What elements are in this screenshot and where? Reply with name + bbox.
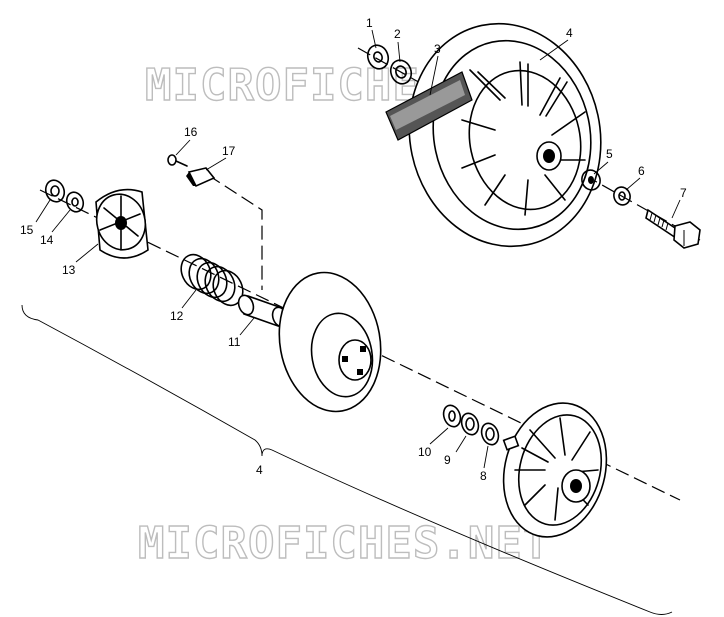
- bolt-part-7: [645, 208, 701, 249]
- weight-part-17: [186, 167, 216, 188]
- spring-part-12: [180, 253, 244, 307]
- callout-6: 6: [638, 164, 645, 178]
- callout-13: 13: [62, 263, 76, 277]
- sheave-assembly-top: [408, 22, 602, 248]
- spider-part-13: [95, 188, 149, 259]
- callout-16: 16: [184, 125, 198, 139]
- callout-3: 3: [434, 42, 441, 56]
- watermark-bottom: MICROFICHES.NET: [138, 518, 550, 569]
- leader-lines: [35, 29, 681, 469]
- washer-part-8: [480, 422, 500, 446]
- callout-9: 9: [444, 453, 451, 467]
- washer-part-9: [460, 412, 480, 436]
- callout-2: 2: [394, 27, 401, 41]
- callout-7: 7: [680, 186, 687, 200]
- callout-4-top: 4: [566, 26, 573, 40]
- assembly-bracket: [21, 304, 673, 615]
- washer-part-15: [44, 179, 66, 203]
- moveable-sheave: [278, 271, 382, 413]
- washer-part-1: [366, 44, 390, 70]
- washer-part-10: [442, 404, 462, 428]
- callout-labels: 1 2 3 4 5 6 7 8 9 10 11 12 13 14 15 16 1…: [20, 16, 687, 483]
- callout-4-bracket: 4: [256, 463, 263, 477]
- fixed-sheave: [502, 402, 608, 538]
- callout-8: 8: [480, 469, 487, 483]
- callout-10: 10: [418, 445, 432, 459]
- washer-part-5: [581, 169, 601, 191]
- washer-part-2: [389, 59, 413, 85]
- drive-belt-part-3: [385, 71, 473, 141]
- callout-11: 11: [228, 335, 241, 349]
- callout-1: 1: [366, 16, 373, 30]
- washer-part-14: [65, 191, 85, 213]
- screw-part-16: [167, 154, 188, 167]
- callout-17: 17: [222, 144, 236, 158]
- callout-12: 12: [170, 309, 184, 323]
- nut-part-6: [613, 186, 631, 206]
- callout-5: 5: [606, 147, 613, 161]
- callout-14: 14: [40, 233, 54, 247]
- callout-15: 15: [20, 223, 34, 237]
